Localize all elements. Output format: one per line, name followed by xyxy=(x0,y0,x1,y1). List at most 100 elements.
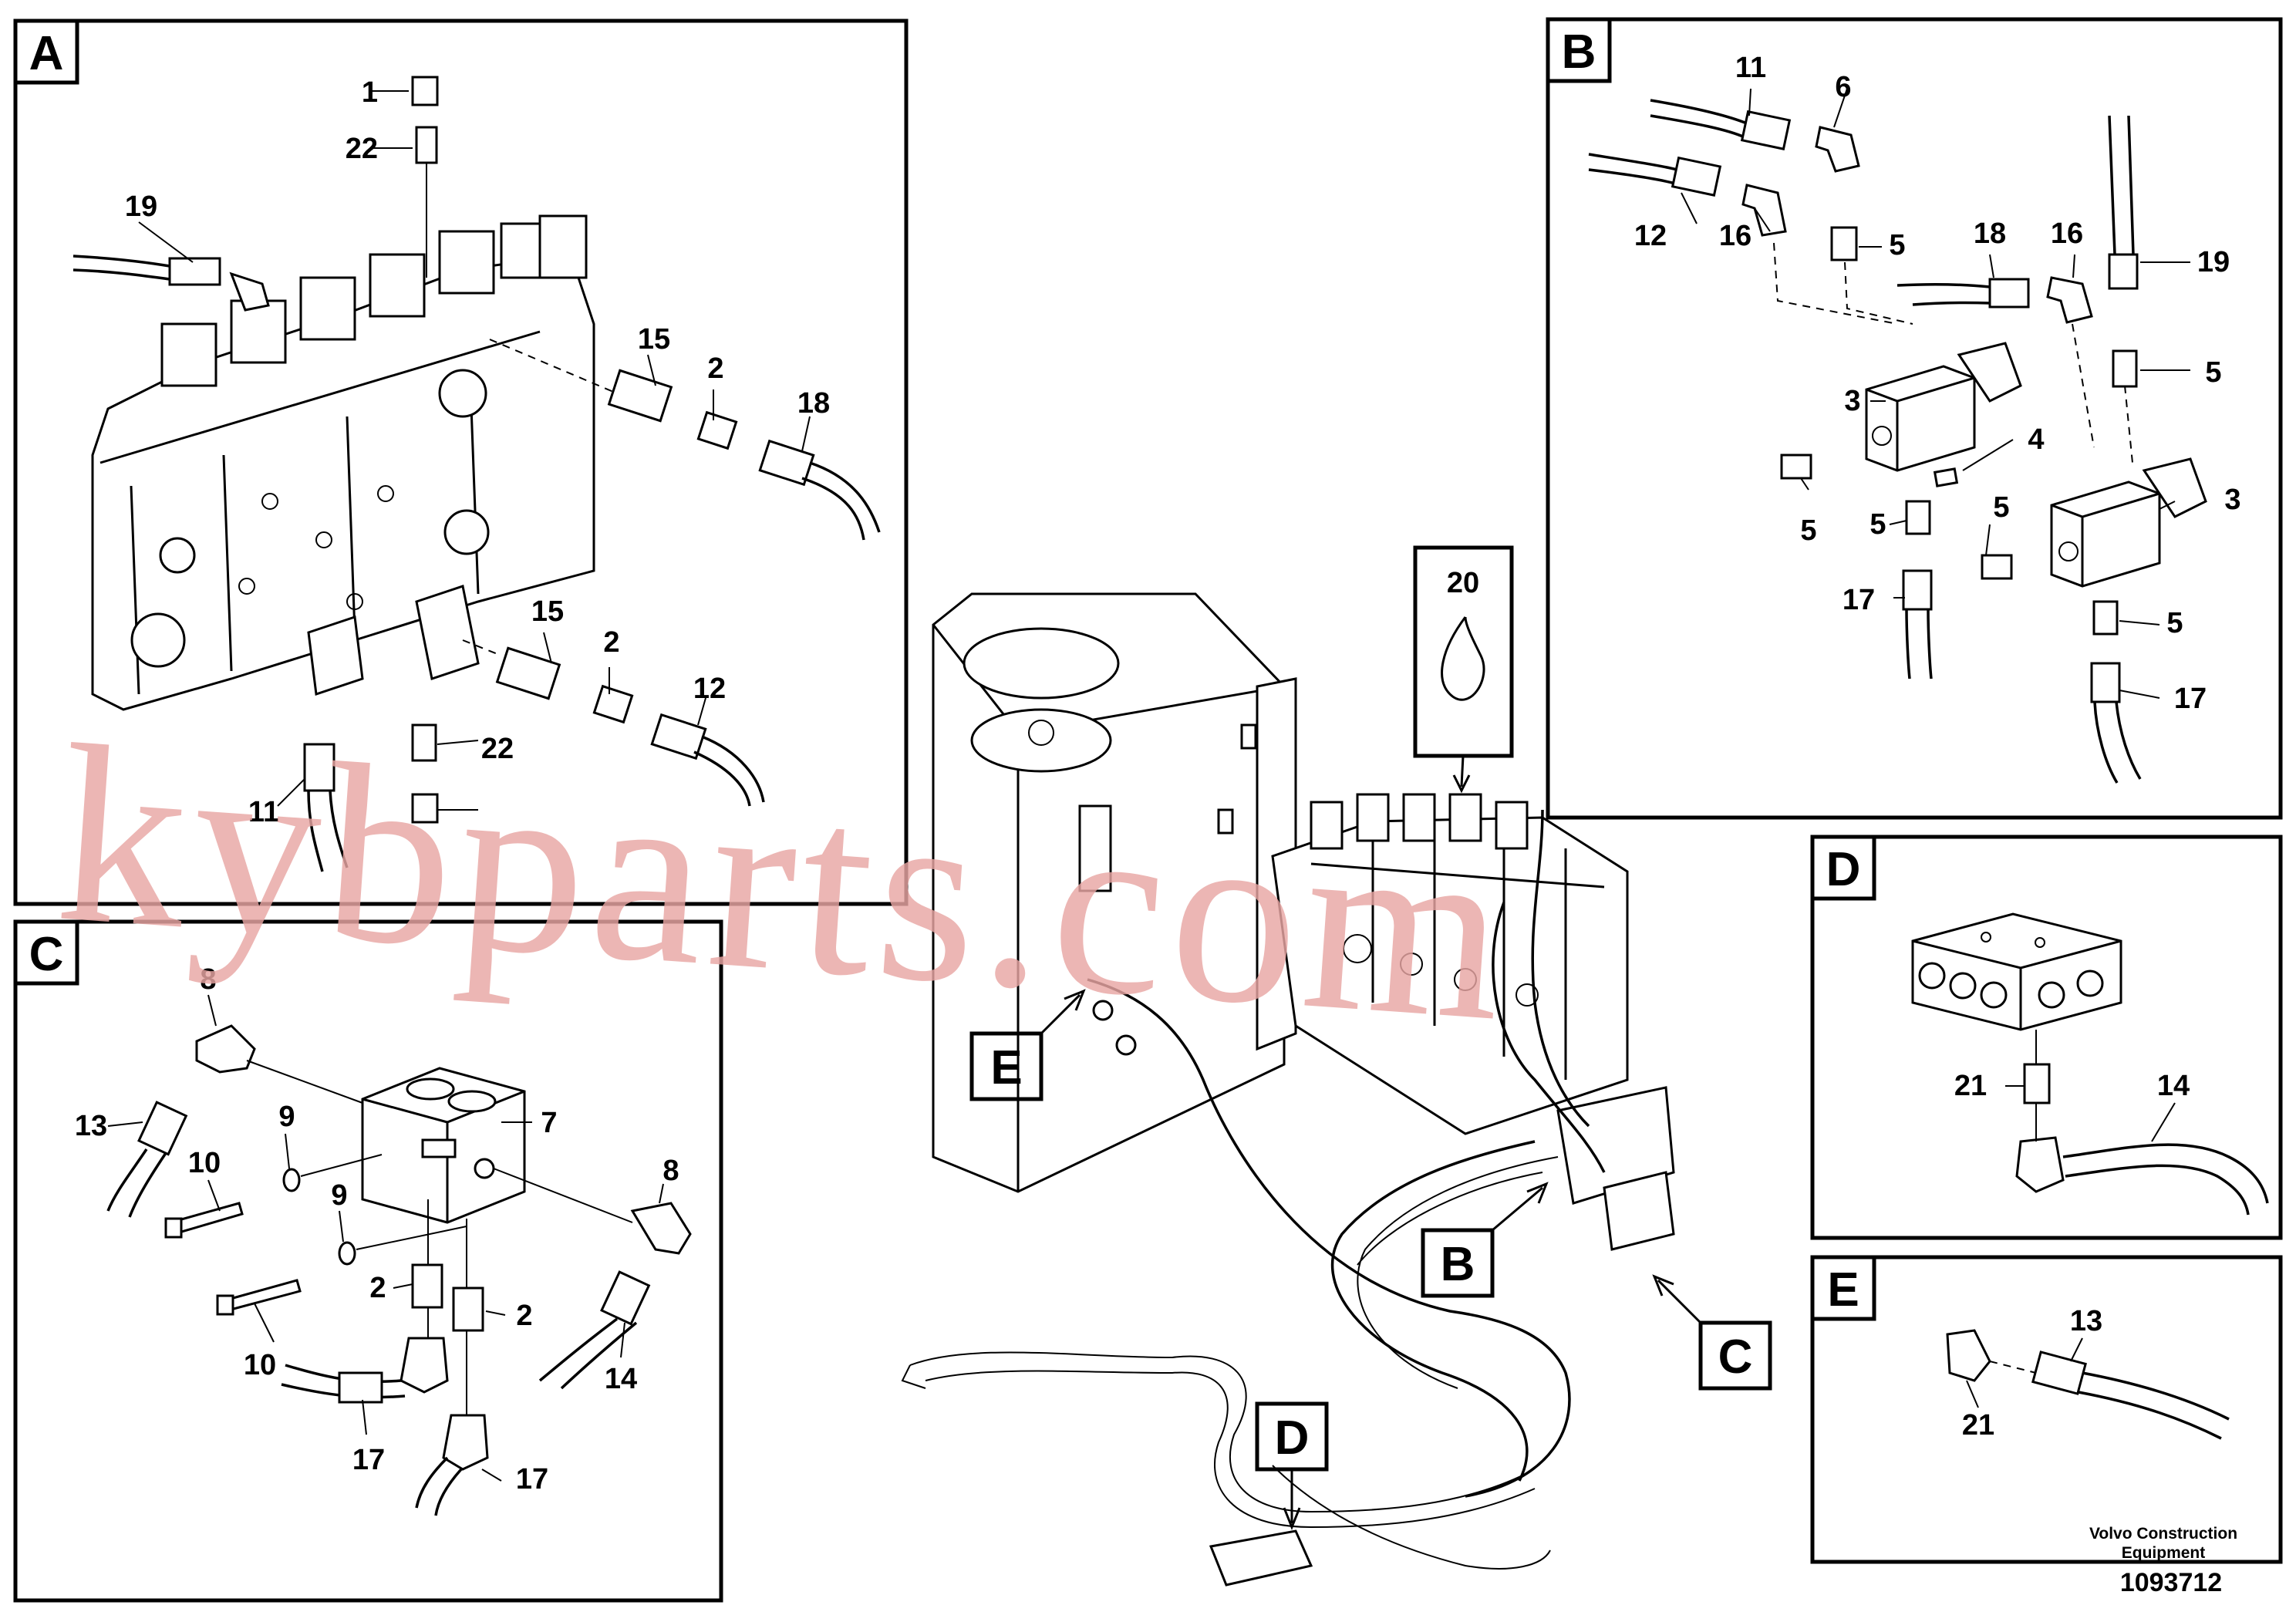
elbow-17-left xyxy=(400,1337,449,1394)
overview-distribution-block xyxy=(1209,1529,1313,1587)
callout-b-5-mid: 5 xyxy=(1870,508,1886,541)
overview-hose-4 xyxy=(1531,809,1590,1128)
callout-a-2-upper: 2 xyxy=(707,352,723,385)
callout-a-22-bottom: 22 xyxy=(481,733,514,765)
elbow-17-right xyxy=(442,1414,489,1471)
adapter-5-side xyxy=(1780,454,1812,480)
callout-a-1: 1 xyxy=(362,76,378,109)
callout-b-4: 4 xyxy=(2028,423,2044,456)
callout-a-2-lower: 2 xyxy=(603,626,619,659)
panel-c-label: C xyxy=(29,928,64,981)
callout-a-19: 19 xyxy=(125,191,157,223)
overview-hose-3 xyxy=(1492,902,1606,1173)
elbow-8-right xyxy=(630,1202,692,1255)
adapter-2-right xyxy=(452,1286,484,1332)
union-2-upper xyxy=(696,410,738,450)
callout-b-5-lower-side: 5 xyxy=(1993,491,2009,524)
callout-c-2-right: 2 xyxy=(516,1300,532,1332)
watermark-text: kybparts.com xyxy=(50,693,1519,1075)
elbow-6 xyxy=(1815,126,1860,173)
callout-c-17-right: 17 xyxy=(516,1463,548,1496)
callout-c-8-top: 8 xyxy=(200,963,216,996)
panel-c-tag xyxy=(13,919,79,986)
callout-b-12: 12 xyxy=(1634,220,1667,252)
callout-c-2-left: 2 xyxy=(369,1272,386,1304)
union-2-lower xyxy=(592,684,634,724)
panel-e-label: E xyxy=(1827,1263,1859,1317)
callout-b-3-lower: 3 xyxy=(2224,484,2240,516)
hose-12-b xyxy=(1588,153,1678,185)
panel-c: C xyxy=(13,919,723,1603)
valve-block-3-lower xyxy=(2050,481,2161,588)
panel-b-frame xyxy=(1546,17,2283,820)
callout-b-5-top: 5 xyxy=(1889,229,1905,261)
callout-b-6: 6 xyxy=(1835,71,1851,103)
hose-13-c xyxy=(106,1148,167,1218)
callout-c-7: 7 xyxy=(541,1107,557,1139)
callout-e-13: 13 xyxy=(2070,1305,2102,1337)
banjo-fitting-15-lower xyxy=(495,646,561,700)
callout-a-15-upper: 15 xyxy=(638,323,670,356)
hose-18 xyxy=(801,461,881,541)
callout-b-18: 18 xyxy=(1974,218,2006,250)
hose-17-left xyxy=(1905,609,1933,679)
elbow-16-left xyxy=(1741,184,1787,237)
callout-b-17-left: 17 xyxy=(1843,584,1875,616)
drawing-number: 1093712 xyxy=(2120,1568,2222,1597)
distribution-block xyxy=(1911,912,2122,1031)
callout-b-11: 11 xyxy=(1735,52,1766,84)
elbow-16-right xyxy=(2046,276,2093,324)
panel-d: D 21 14 xyxy=(1810,835,2283,1240)
adapter-5-top xyxy=(1830,226,1858,261)
title-block: Volvo Construction Equipment 1093712 xyxy=(2089,1525,2237,1597)
callout-b-5-right: 5 xyxy=(2205,356,2221,389)
adapter-5-mid xyxy=(1905,500,1931,535)
cap-fitting-bottom xyxy=(411,793,439,824)
callout-c-9-lower: 9 xyxy=(331,1179,347,1212)
banjo-fitting-15-upper xyxy=(607,369,673,423)
callout-c-10-lower: 10 xyxy=(244,1349,276,1381)
cable-tie-20 xyxy=(1441,616,1485,701)
view-tag-b xyxy=(1421,1228,1495,1298)
bolt-10-lower xyxy=(226,1279,302,1311)
hose-19 xyxy=(72,255,170,281)
view-tag-c-label: C xyxy=(1718,1330,1753,1384)
panel-a-frame xyxy=(13,19,909,906)
callout-c-14: 14 xyxy=(605,1363,637,1395)
panel-d-label: D xyxy=(1826,843,1861,896)
panel-b: B xyxy=(1546,17,2283,820)
callout-a-12: 12 xyxy=(693,673,726,705)
callout-b-19: 19 xyxy=(2197,246,2230,278)
callout-e-21: 21 xyxy=(1962,1409,1994,1442)
callout-b-5-side: 5 xyxy=(1800,514,1816,547)
control-valve-block xyxy=(91,214,595,711)
bolt-10-upper xyxy=(174,1202,244,1234)
valve-block-3-upper xyxy=(1865,365,1976,472)
cap-fitting-1 xyxy=(411,76,439,106)
main-control-valve xyxy=(1271,793,1675,1251)
hose-19-ferrule xyxy=(168,257,221,286)
hose-13-e xyxy=(2078,1371,2230,1440)
tag-20-frame xyxy=(1413,545,1514,758)
overview-hose-2 xyxy=(1330,1140,1536,1482)
view-tag-c xyxy=(1698,1320,1772,1391)
callout-b-5-lower: 5 xyxy=(2166,607,2183,639)
washer-9-lower xyxy=(338,1241,356,1266)
panel-e-frame xyxy=(1810,1255,2283,1564)
panel-b-tag xyxy=(1546,17,1612,83)
callout-b-3-upper: 3 xyxy=(1844,385,1860,417)
adapter-5-lower-side xyxy=(1981,554,2013,580)
overview-hose-bundle xyxy=(909,1351,1536,1529)
company-name-line1: Volvo Construction xyxy=(2089,1525,2237,1543)
washer-9-upper xyxy=(282,1168,301,1192)
hose-14-c xyxy=(538,1317,638,1390)
panel-e: E 13 21 xyxy=(1810,1255,2283,1564)
panel-a-tag xyxy=(13,19,79,85)
view-tag-e-label: E xyxy=(990,1041,1022,1094)
callout-c-17-left: 17 xyxy=(352,1444,385,1476)
hose-11-ferrule xyxy=(303,743,335,792)
overview-drawing: 20 E B C D xyxy=(901,545,1772,1587)
callout-b-16-right: 16 xyxy=(2051,218,2083,250)
fitting-21-e xyxy=(1946,1329,1991,1382)
view-tag-b-label: B xyxy=(1441,1238,1475,1291)
